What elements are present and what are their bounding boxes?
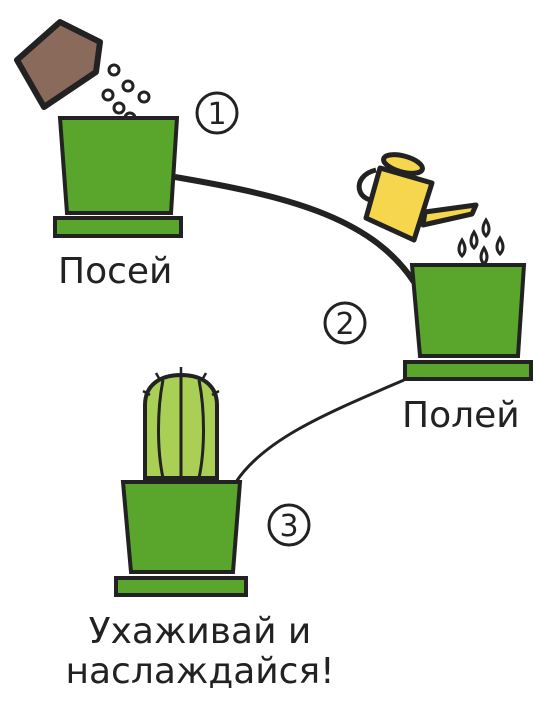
- step-1-number: 1: [195, 91, 239, 135]
- connector-2-3: [234, 378, 405, 483]
- step-2-label: Полей: [402, 395, 520, 436]
- svg-text:3: 3: [279, 509, 298, 544]
- step-3-number: 3: [267, 503, 311, 547]
- pot-2-icon: [403, 263, 533, 381]
- step-1-label: Посей: [58, 251, 173, 292]
- connector-1-2: [174, 174, 417, 284]
- step-3-label: Ухаживай и наслаждайся!: [0, 612, 400, 692]
- pot-1-icon: [53, 116, 183, 238]
- svg-text:2: 2: [335, 307, 354, 342]
- step-3-label-line-2: наслаждайся!: [65, 651, 335, 692]
- watering-can-icon: [356, 152, 479, 243]
- water-drops-icon: [457, 217, 505, 267]
- svg-text:1: 1: [207, 97, 226, 132]
- step-3-label-line-1: Ухаживай и: [88, 611, 312, 652]
- step-2-number: 2: [323, 301, 367, 345]
- seed-bag-icon: [14, 19, 103, 110]
- cactus-icon: [142, 367, 220, 480]
- pot-3-icon: [114, 480, 248, 597]
- seeds-icon: [101, 63, 151, 125]
